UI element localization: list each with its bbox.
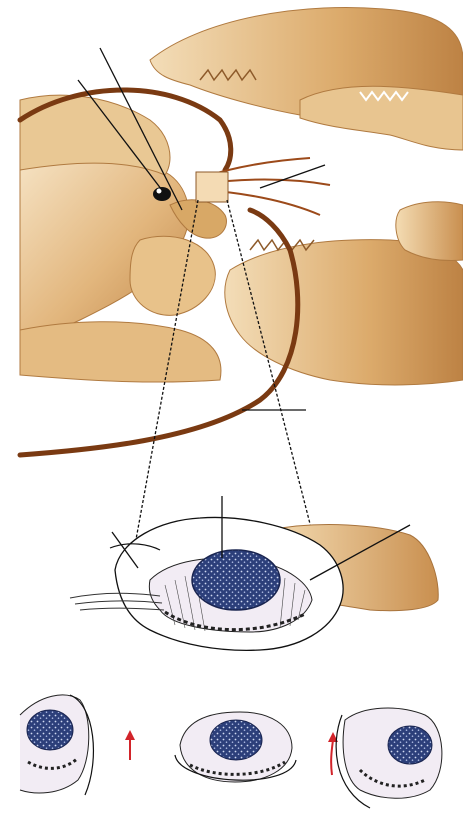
statocyst-tilt-left — [20, 695, 93, 795]
tilt-sequence — [20, 695, 442, 808]
statolith-right — [388, 726, 432, 764]
lower-claw — [225, 240, 463, 385]
statolith-left — [27, 710, 73, 750]
statocyst-enlarged — [70, 517, 438, 650]
antennule-base — [196, 172, 228, 202]
leader-antennule — [260, 165, 325, 188]
arrow-up-1 — [125, 730, 135, 760]
statolith — [192, 550, 280, 610]
lobster-illustration — [20, 7, 463, 455]
mouthparts — [130, 236, 215, 315]
statocyst-tilt-right — [336, 708, 442, 808]
lower-claw-arm — [20, 322, 221, 382]
statocyst-tilt-middle — [175, 712, 296, 782]
statolith-middle — [210, 720, 262, 760]
